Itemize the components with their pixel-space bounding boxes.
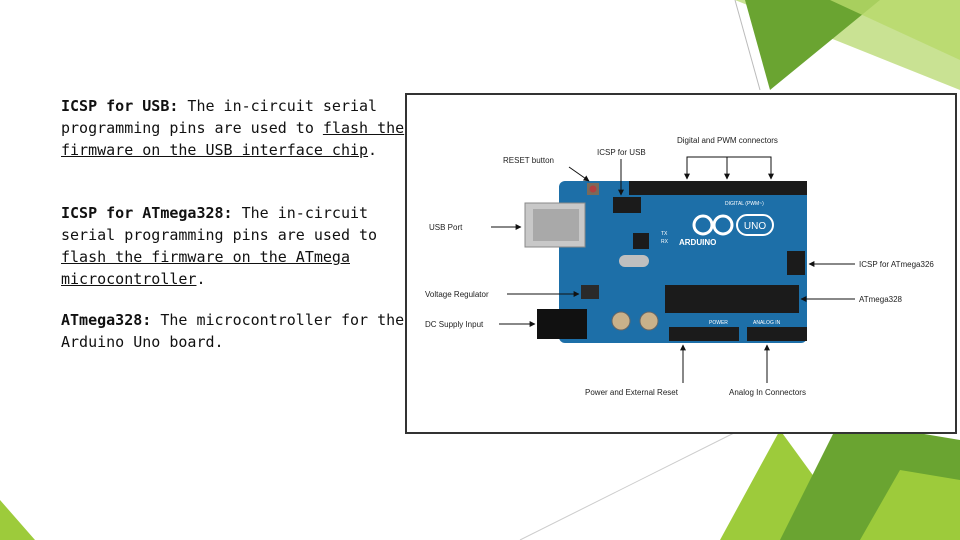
desc-atmega328: The microcontroller for the Arduino Uno … [61,311,405,351]
atmega-chip [665,285,799,313]
callout-dc-supply: DC Supply Input [425,320,484,329]
board-digital-label: DIGITAL (PWM~) [725,201,764,207]
term-icsp-atmega: ICSP for ATmega328: [61,204,233,222]
uno-badge [736,214,774,236]
board-analog-label: ANALOG IN [753,320,781,326]
arduino-board: UNO ARDUINO DIGITAL (PWM~) POWER ANALOG … [524,181,807,343]
tail-icsp-usb: . [368,141,378,159]
board-power-label: POWER [709,320,728,326]
callout-icsp-usb: ICSP for USB [597,148,646,157]
logo-right [712,214,734,236]
board-pcb [559,181,807,343]
callout-icsp-atmega: ICSP for ATmega326 [859,260,934,269]
callout-reset-button: RESET button [503,156,554,165]
usb-chip [633,233,649,249]
capacitor-2 [639,311,659,331]
voltage-regulator [581,285,599,299]
callout-digital-pwm: Digital and PWM connectors [677,136,778,145]
board-tx-label: TX [661,231,668,237]
digital-header [629,181,807,195]
arduino-diagram: UNO ARDUINO DIGITAL (PWM~) POWER ANALOG … [405,93,957,434]
tail-icsp-atmega: . [196,270,206,288]
callout-arrows [491,156,855,383]
dc-jack [537,309,587,339]
arduino-board-illustration: UNO ARDUINO DIGITAL (PWM~) POWER ANALOG … [425,136,934,397]
icsp-atmega-header [787,251,805,275]
analog-header [747,327,807,341]
callout-voltage-regulator: Voltage Regulator [425,290,489,299]
callout-usb-port: USB Port [429,223,463,232]
callout-analog-in: Analog In Connectors [729,388,806,397]
link-flash-atmega[interactable]: flash the firmware on the ATmega microco… [61,248,350,288]
callout-power-reset: Power and External Reset [585,388,679,397]
arrow-reset [568,166,590,182]
term-atmega328: ATmega328: [61,311,152,329]
icsp-usb-header [613,197,641,213]
paragraph-icsp-usb: ICSP for USB: The in-circuit serial prog… [61,95,406,161]
usb-port-inner [533,209,579,241]
logo-left [692,214,714,236]
callout-atmega: ATmega328 [859,295,903,304]
board-model-label: UNO [744,221,766,232]
term-icsp-usb: ICSP for USB: [61,97,179,115]
desc-icsp-atmega: The in-circuit serial programming pins a… [61,204,378,244]
crystal [619,255,649,267]
capacitor-1 [611,311,631,331]
paragraph-atmega328: ATmega328: The microcontroller for the A… [61,309,406,353]
desc-icsp-usb: The in-circuit serial programming pins a… [61,97,378,137]
board-brand-label: ARDUINO [679,238,716,247]
link-flash-usb-chip[interactable]: flash the firmware on the USB interface … [61,119,405,159]
power-header [669,327,739,341]
bracket-digital [686,156,772,165]
paragraph-icsp-atmega: ICSP for ATmega328: The in-circuit seria… [61,202,406,290]
board-rx-label: RX [661,239,669,245]
